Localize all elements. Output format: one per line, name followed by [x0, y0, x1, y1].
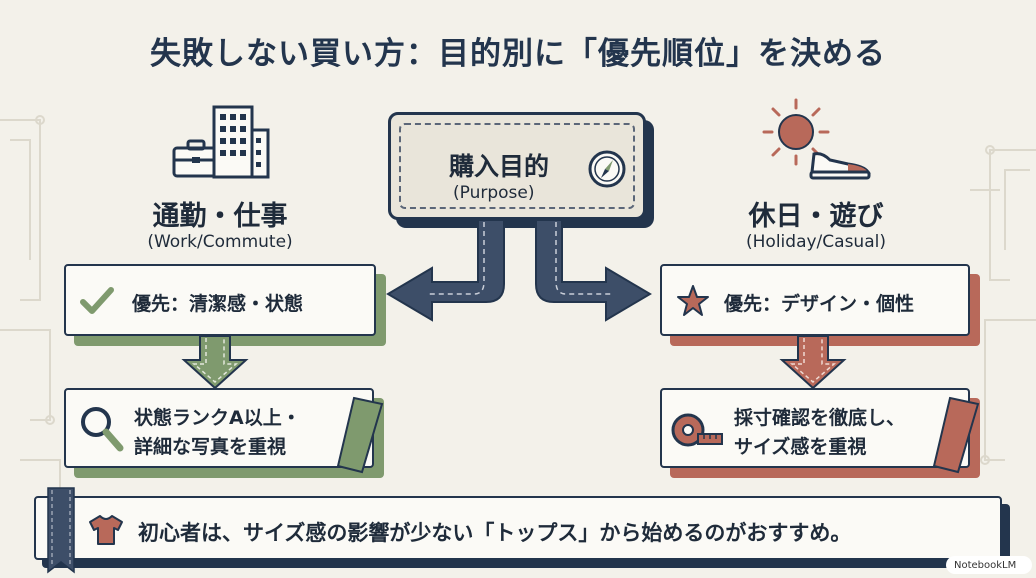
right-action-line-2: サイズ感を重視	[734, 436, 867, 458]
notebooklm-badge: NotebookLM	[946, 556, 1032, 574]
left-priority-text: 優先：清潔感・状態	[132, 293, 304, 315]
right-action-card: 採寸確認を徹底し、 サイズ感を重視	[660, 388, 980, 474]
magnifier-icon	[81, 407, 124, 452]
bookmark-ribbon	[47, 487, 75, 574]
right-priority-text: 優先：デザイン・個性	[724, 293, 915, 315]
tip-text: 初心者は、サイズ感の影響が少ない「トップス」から始めるのがおすすめ。	[138, 521, 852, 545]
briefcase-icon	[172, 139, 220, 178]
badge-label: NotebookLM	[954, 559, 1017, 571]
left-action-line-2: 詳細な写真を重視	[134, 436, 287, 458]
page-title: 失敗しない買い方：目的別に「優先順位」を決める	[150, 36, 886, 72]
purpose-title: 購入目的	[449, 152, 550, 181]
building-icon	[212, 105, 270, 179]
sneaker-icon	[809, 152, 871, 180]
purpose-box: 購入目的 (Purpose)	[388, 112, 646, 220]
right-title: 休日・遊び	[748, 201, 884, 232]
left-title: 通勤・仕事	[152, 201, 288, 232]
left-priority-card: 優先：清潔感・状態	[64, 264, 376, 336]
checkmark-icon	[80, 287, 114, 314]
star-icon	[677, 285, 709, 316]
tshirt-icon	[89, 515, 123, 545]
left-subtitle: (Work/Commute)	[147, 232, 293, 252]
right-down-arrow	[779, 335, 847, 390]
compass-icon	[588, 150, 626, 188]
purpose-subtitle: (Purpose)	[453, 183, 535, 203]
tape-measure-icon	[671, 413, 723, 447]
tip-card: 初心者は、サイズ感の影響が少ない「トップス」から始めるのがおすすめ。	[34, 487, 1002, 574]
branch-arrows	[386, 219, 652, 322]
right-subtitle: (Holiday/Casual)	[746, 232, 886, 252]
left-action-line-1: 状態ランクA以上・	[134, 407, 301, 429]
left-action-card: 状態ランクA以上・ 詳細な写真を重視	[64, 388, 384, 474]
sun-icon	[762, 98, 830, 166]
right-priority-card: 優先：デザイン・個性	[660, 264, 970, 336]
left-ribbon-fold	[336, 396, 384, 474]
left-down-arrow	[181, 335, 249, 390]
right-action-line-1: 採寸確認を徹底し、	[734, 407, 906, 429]
right-ribbon-fold	[932, 396, 980, 474]
